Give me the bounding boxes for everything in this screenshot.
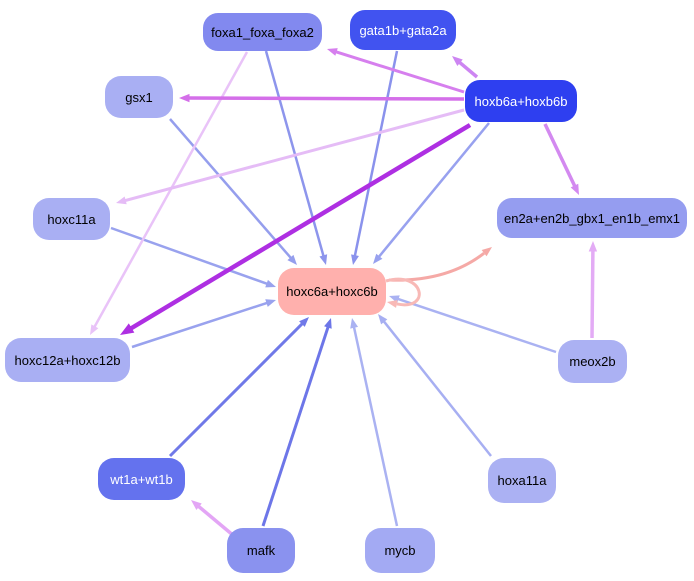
node-label: hoxa11a — [497, 473, 547, 488]
edge-mafk-to-wt1a_wt1b — [191, 500, 236, 538]
node-gsx1[interactable]: gsx1 — [105, 76, 173, 118]
arrowhead-icon — [387, 300, 398, 308]
arrowhead-icon — [179, 93, 190, 103]
edge-line — [397, 297, 557, 354]
edge-line — [458, 60, 479, 79]
edge-hoxb6a_hoxb6b-to-en2a_en2b_gbx1_en1b_emx1 — [543, 123, 579, 195]
edge-hoxb6a_hoxb6b-to-gata1b_gata2a — [452, 56, 479, 79]
node-label: mycb — [384, 543, 416, 558]
edge-line — [188, 96, 465, 101]
node-label: en2a+en2b_gbx1_en1b_emx1 — [503, 210, 681, 226]
edge-line — [110, 226, 268, 286]
node-label: gsx1 — [125, 89, 153, 105]
arrowhead-icon — [570, 183, 579, 195]
edge-wt1a_wt1b-to-hoxc6a_hoxc6b — [168, 317, 309, 458]
node-hoxa11a[interactable]: hoxa11a — [488, 458, 556, 503]
arrowhead-icon — [265, 279, 276, 288]
edge-line — [353, 50, 399, 257]
edge-hoxb6a_hoxb6b-to-foxa1_foxa_foxa2 — [327, 48, 465, 94]
node-wt1a_wt1b[interactable]: wt1a+wt1b — [98, 458, 185, 500]
edge-foxa1_foxa_foxa2-to-hoxc6a_hoxc6b — [264, 50, 328, 265]
edge-line — [124, 108, 465, 203]
edge-line — [385, 277, 421, 307]
node-hoxc12a_hoxc12b[interactable]: hoxc12a+hoxc12b — [5, 338, 130, 382]
node-en2a_en2b_gbx1_en1b_emx1[interactable]: en2a+en2b_gbx1_en1b_emx1 — [497, 198, 687, 238]
node-label: meox2b — [569, 354, 616, 369]
arrowhead-icon — [324, 318, 332, 329]
arrowhead-icon — [350, 318, 359, 329]
arrowhead-icon — [120, 323, 135, 335]
edge-line — [168, 322, 304, 458]
node-foxa1_foxa_foxa2[interactable]: foxa1_foxa_foxa2 — [203, 13, 322, 51]
edge-line — [543, 123, 577, 188]
arrowhead-icon — [116, 196, 127, 205]
node-hoxb6a_hoxb6b[interactable]: hoxb6a+hoxb6b — [465, 80, 577, 122]
edge-line — [169, 118, 293, 260]
edge-self-loop-hoxc6a_hoxc6b — [385, 277, 421, 308]
arrowhead-icon — [588, 241, 598, 252]
edge-hoxc12a_hoxc12b-to-hoxc6a_hoxc6b — [131, 299, 276, 349]
edge-meox2b-to-en2a_en2b_gbx1_en1b_emx1 — [588, 241, 598, 339]
arrowhead-icon — [373, 253, 383, 264]
edge-hoxb6a_hoxb6b-to-hoxc11a — [116, 108, 465, 205]
node-hoxc6a_hoxc6b[interactable]: hoxc6a+hoxc6b — [278, 268, 386, 315]
node-label: hoxc12a+hoxc12b — [14, 352, 121, 368]
arrowhead-icon — [481, 247, 492, 257]
edge-mycb-to-hoxc6a_hoxc6b — [350, 318, 399, 527]
node-label: hoxc11a — [47, 211, 96, 227]
arrowhead-icon — [452, 56, 463, 66]
arrowhead-icon — [90, 324, 99, 335]
edge-line — [382, 320, 492, 457]
edge-hoxc11a-to-hoxc6a_hoxc6b — [110, 226, 276, 288]
arrowhead-icon — [265, 299, 276, 307]
node-label: foxa1_foxa_foxa2 — [211, 24, 314, 40]
edge-line — [264, 50, 325, 257]
edge-line — [261, 326, 330, 527]
node-label: wt1a+wt1b — [110, 471, 173, 487]
arrowhead-icon — [191, 500, 202, 510]
edge-line — [377, 122, 490, 258]
arrowhead-icon — [327, 48, 338, 56]
arrowhead-icon — [287, 254, 297, 265]
edge-hoxa11a-to-hoxc6a_hoxc6b — [378, 314, 492, 457]
edge-line — [335, 50, 465, 94]
edge-hoxb6a_hoxb6b-to-hoxc12a_hoxc12b — [120, 123, 472, 335]
arrowhead-icon — [351, 254, 359, 265]
node-label: hoxc6a+hoxc6b — [286, 284, 378, 299]
node-label: gata1b+gata2a — [359, 22, 447, 38]
edge-mafk-to-hoxc6a_hoxc6b — [261, 318, 332, 527]
node-mycb[interactable]: mycb — [365, 528, 435, 573]
edge-line — [352, 326, 399, 527]
node-label: hoxb6a+hoxb6b — [474, 93, 568, 109]
edge-gsx1-to-hoxc6a_hoxc6b — [169, 118, 297, 265]
arrowhead-icon — [299, 317, 309, 327]
arrowhead-icon — [378, 314, 388, 325]
edge-line — [590, 250, 595, 339]
edge-hoxb6a_hoxb6b-to-hoxc6a_hoxc6b — [373, 122, 490, 264]
node-meox2b[interactable]: meox2b — [558, 340, 627, 383]
node-hoxc11a[interactable]: hoxc11a — [33, 198, 110, 240]
edge-line — [129, 123, 472, 331]
node-mafk[interactable]: mafk — [227, 528, 295, 573]
arrowhead-icon — [319, 254, 328, 265]
edge-line — [197, 504, 236, 538]
edge-hoxb6a_hoxb6b-to-gsx1 — [179, 93, 465, 103]
edge-line — [131, 301, 268, 349]
edge-gata1b_gata2a-to-hoxc6a_hoxc6b — [351, 50, 399, 265]
node-gata1b_gata2a[interactable]: gata1b+gata2a — [350, 10, 456, 50]
node-label: mafk — [246, 543, 276, 558]
